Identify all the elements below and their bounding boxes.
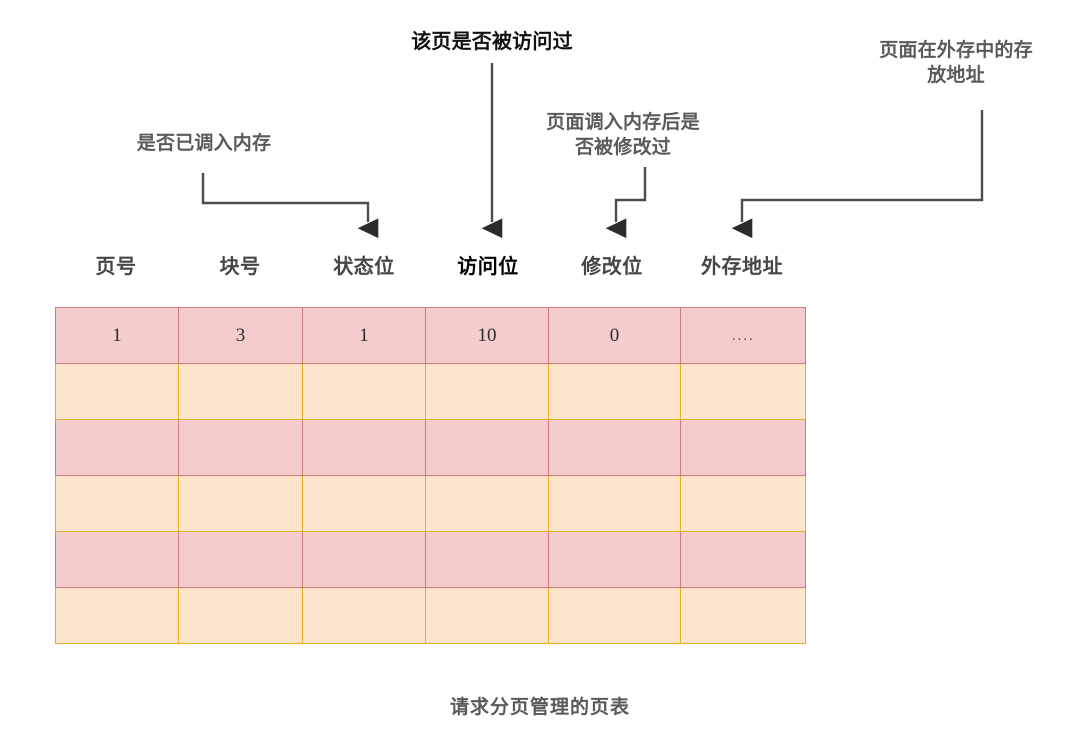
column-header-external-address: 外存地址 bbox=[701, 256, 783, 278]
table-cell bbox=[425, 587, 549, 644]
table-cell bbox=[425, 363, 549, 420]
table-cell bbox=[548, 363, 681, 420]
table-cell: 1 bbox=[55, 307, 179, 364]
table-cell bbox=[425, 419, 549, 476]
arrow-modify-bit bbox=[605, 167, 647, 239]
table-cell bbox=[55, 587, 179, 644]
table-cell: 0 bbox=[548, 307, 681, 364]
table-cell bbox=[680, 531, 806, 588]
table-cell bbox=[425, 531, 549, 588]
arrow-external-address bbox=[731, 110, 984, 239]
table-cell bbox=[548, 475, 681, 532]
table-cell bbox=[302, 531, 426, 588]
table-cell: 10 bbox=[425, 307, 549, 364]
table-cell bbox=[55, 363, 179, 420]
column-header-access-bit: 访问位 bbox=[457, 256, 519, 278]
table-cell bbox=[425, 475, 549, 532]
page-table-body: 1 3 1 10 0 .... bbox=[55, 307, 806, 644]
table-cell bbox=[55, 475, 179, 532]
table-cell bbox=[55, 419, 179, 476]
table-cell bbox=[178, 531, 303, 588]
table-cell bbox=[680, 419, 806, 476]
table-row bbox=[55, 531, 806, 588]
table-row bbox=[55, 475, 806, 532]
table-row bbox=[55, 587, 806, 644]
table-cell bbox=[178, 419, 303, 476]
table-row: 1 3 1 10 0 .... bbox=[55, 307, 806, 364]
table-cell bbox=[548, 531, 681, 588]
table-cell bbox=[302, 363, 426, 420]
table-cell bbox=[548, 419, 681, 476]
column-header-page-number: 页号 bbox=[95, 256, 137, 278]
table-cell bbox=[178, 475, 303, 532]
table-cell: 1 bbox=[302, 307, 426, 364]
callout-label-access-bit: 该页是否被访问过 bbox=[411, 31, 573, 53]
table-cell: 3 bbox=[178, 307, 303, 364]
callout-label-external-address: 页面在外存中的存 放地址 bbox=[879, 40, 1033, 87]
table-cell bbox=[302, 587, 426, 644]
table-cell bbox=[178, 363, 303, 420]
table-cell bbox=[548, 587, 681, 644]
figure-caption: 请求分页管理的页表 bbox=[449, 697, 630, 718]
column-header-modify-bit: 修改位 bbox=[581, 256, 643, 278]
table-cell bbox=[302, 475, 426, 532]
table-cell bbox=[680, 475, 806, 532]
callout-label-status-bit: 是否已调入内存 bbox=[136, 133, 272, 154]
table-cell bbox=[302, 419, 426, 476]
table-cell bbox=[55, 531, 179, 588]
page-table: 1 3 1 10 0 .... bbox=[55, 307, 806, 644]
arrow-status-bit bbox=[201, 173, 379, 239]
table-cell-ellipsis: .... bbox=[680, 307, 806, 364]
column-header-block-number: 块号 bbox=[219, 256, 261, 278]
column-header-status-bit: 状态位 bbox=[333, 256, 395, 278]
table-row bbox=[55, 419, 806, 476]
table-cell bbox=[680, 363, 806, 420]
table-row bbox=[55, 363, 806, 420]
table-cell bbox=[178, 587, 303, 644]
callout-label-modify-bit: 页面调入内存后是 否被修改过 bbox=[546, 112, 700, 159]
table-cell bbox=[680, 587, 806, 644]
